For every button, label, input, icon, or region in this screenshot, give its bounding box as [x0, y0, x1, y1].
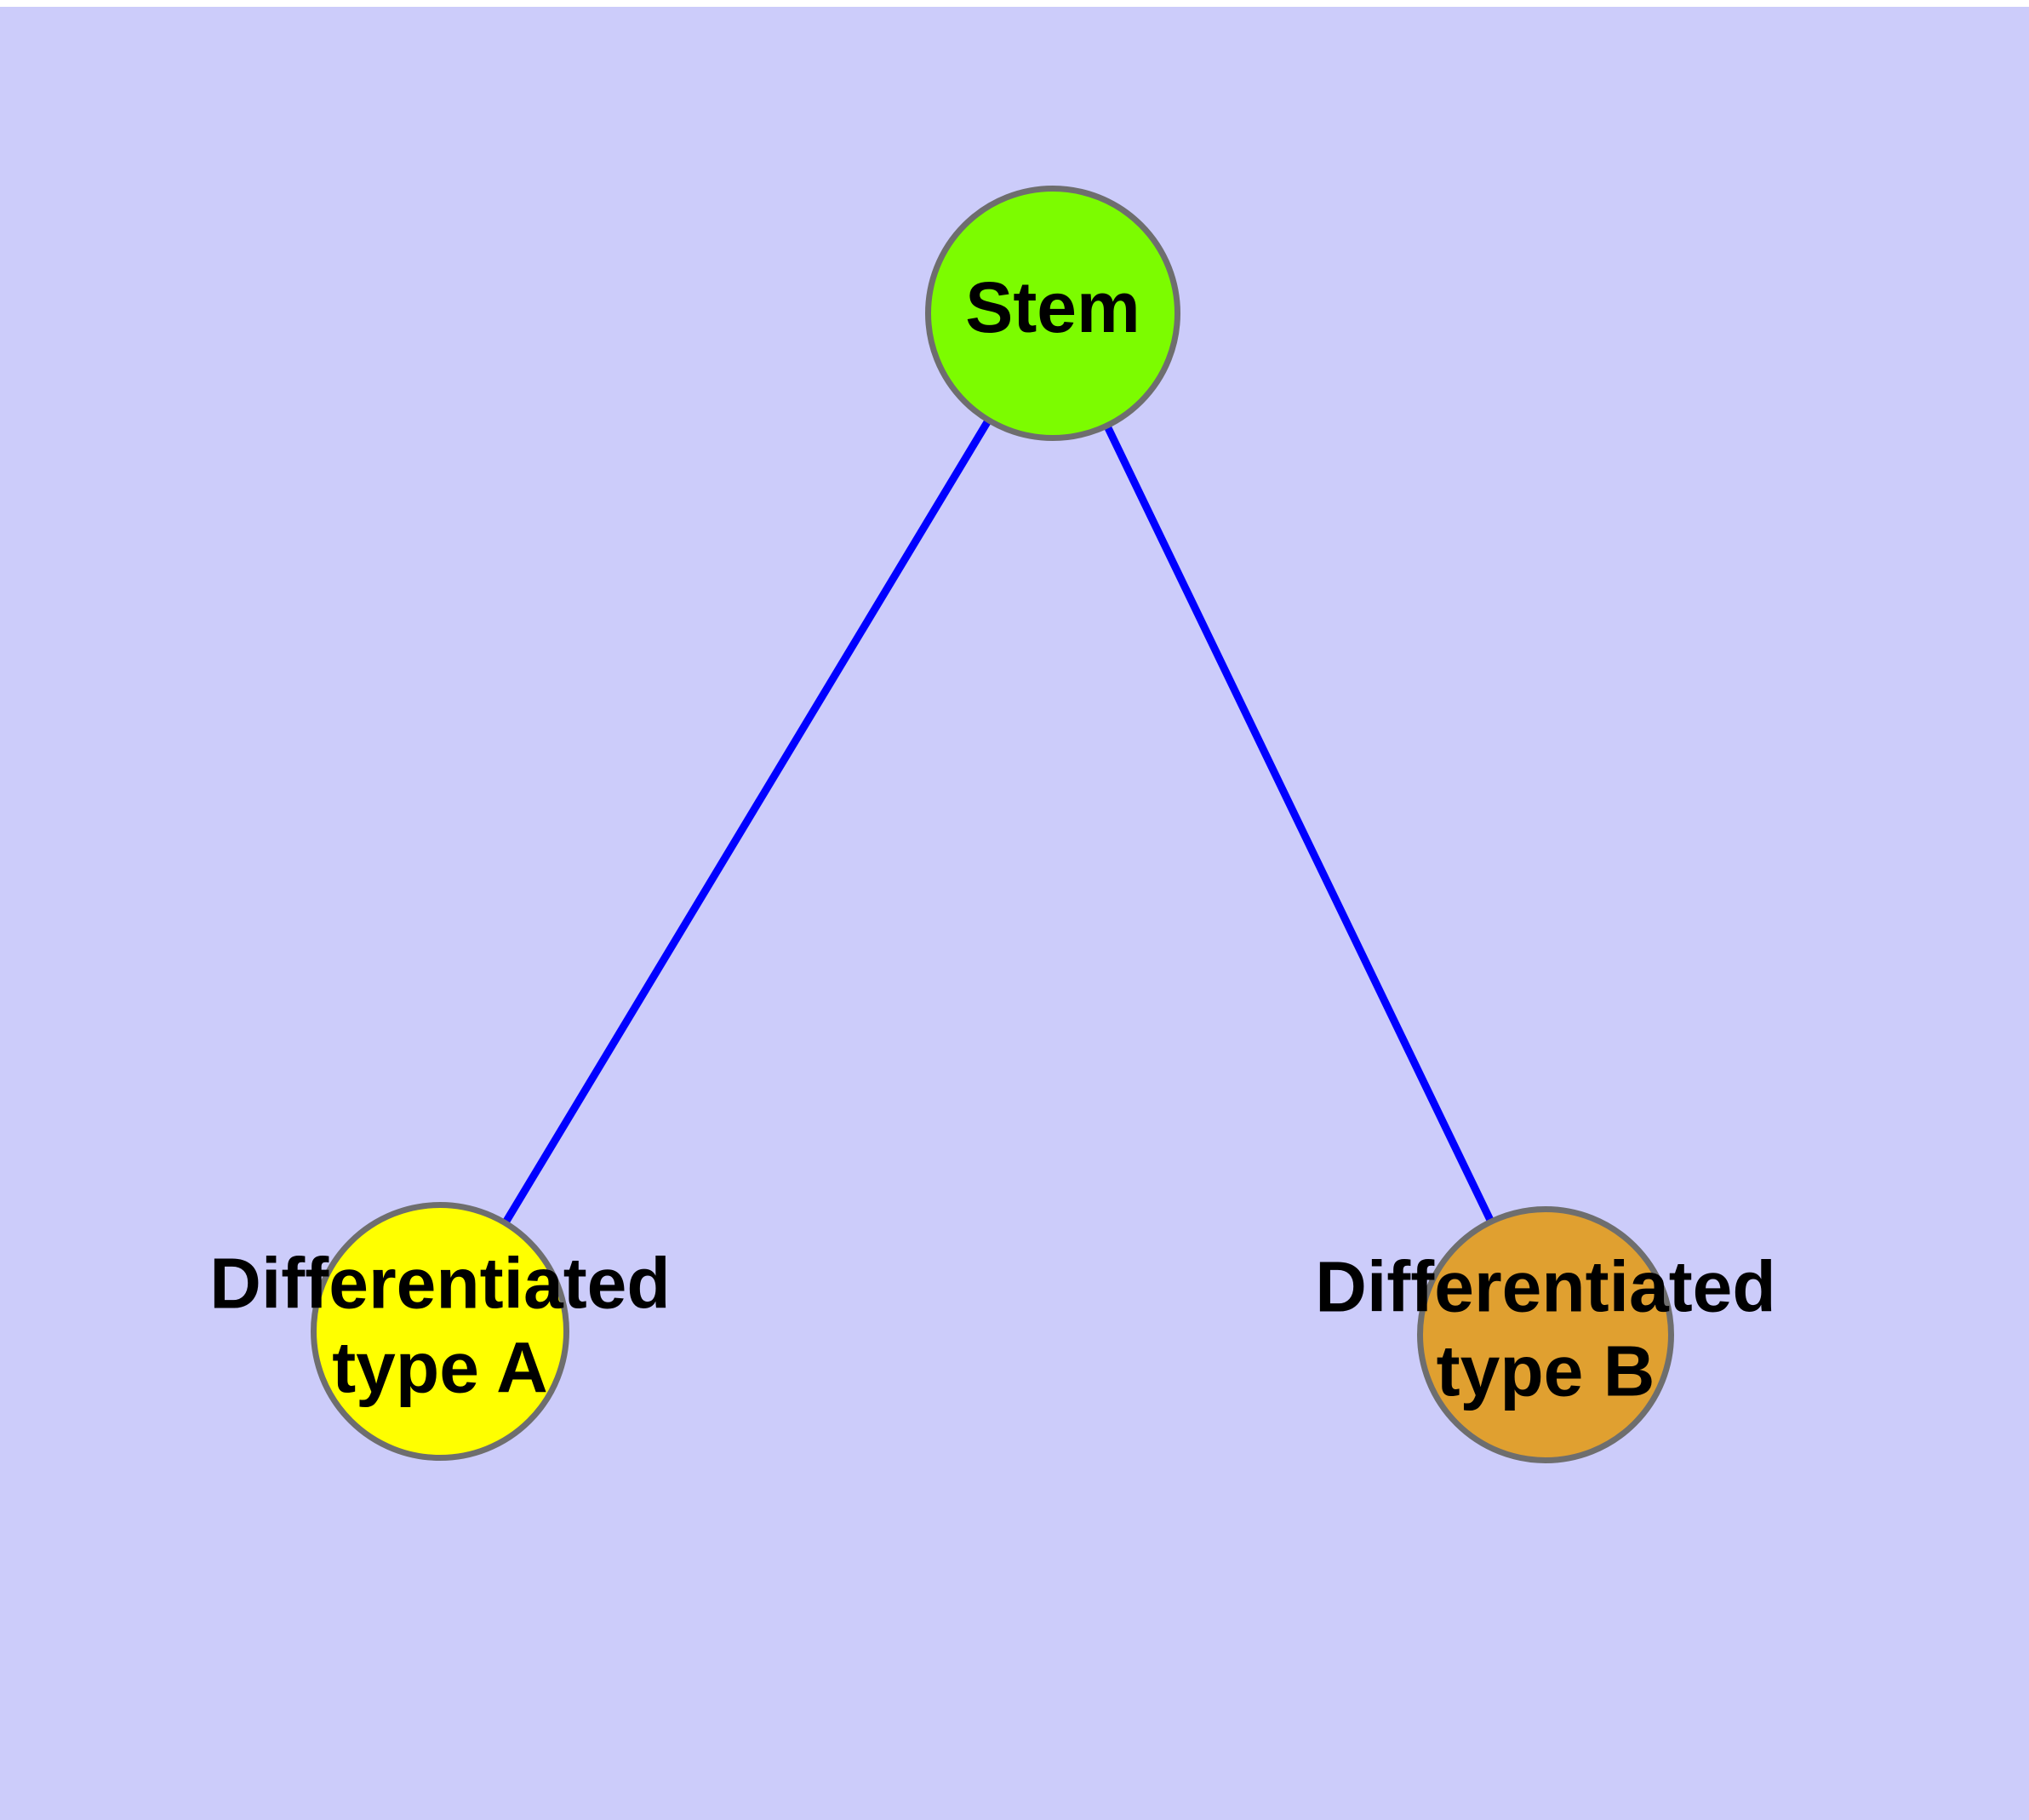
- graph-node-label-stem: Stem: [965, 267, 1140, 347]
- graph-node-stem[interactable]: [925, 186, 1180, 441]
- graph-edge-stem-to-a: [437, 311, 1056, 1334]
- graph-edge-stem-to-b: [1049, 312, 1550, 1336]
- graph-node-label-line: Differentiated: [1315, 1247, 1775, 1327]
- graph-node-diff_a[interactable]: [311, 1202, 569, 1461]
- graph-node-label-line: Stem: [965, 267, 1140, 347]
- nodes-layer: [311, 186, 1674, 1463]
- graph-node-diff_b[interactable]: [1417, 1206, 1674, 1463]
- graph-node-label-line: type B: [1437, 1331, 1655, 1411]
- graph-node-label-line: type A: [332, 1328, 548, 1408]
- edges-layer: [437, 311, 1550, 1336]
- graph-node-label-line: Differentiated: [209, 1244, 670, 1324]
